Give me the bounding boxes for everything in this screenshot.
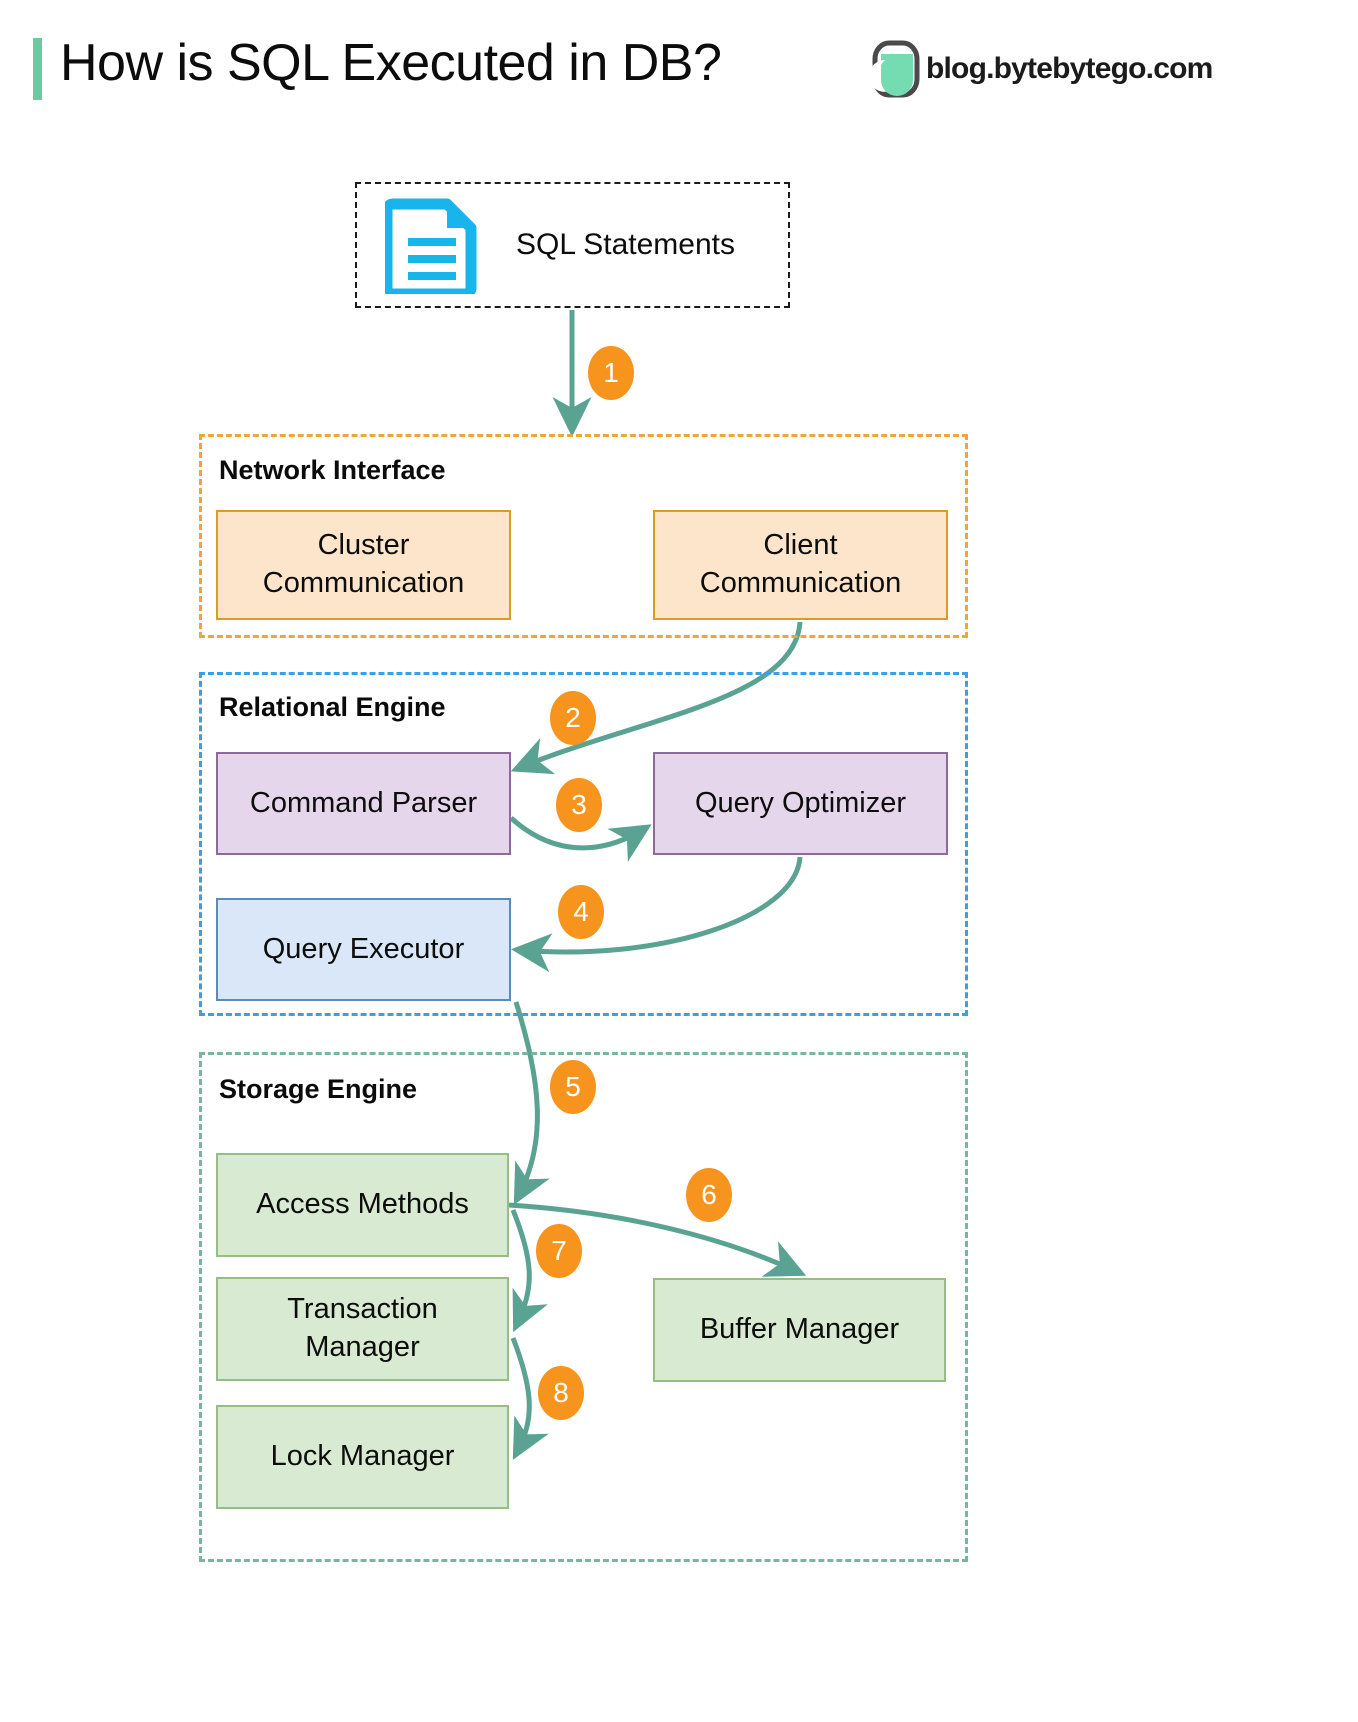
step-badge-2: 2 bbox=[550, 691, 596, 745]
node-command-parser[interactable]: Command Parser bbox=[216, 752, 511, 855]
brand: blog.bytebytego.com bbox=[872, 40, 1213, 98]
node-label: Query Optimizer bbox=[694, 786, 907, 819]
node-access-methods[interactable]: Access Methods bbox=[216, 1153, 509, 1257]
group-storage-engine bbox=[199, 1052, 968, 1562]
group-label-network-interface: Network Interface bbox=[219, 455, 446, 485]
page-title: How is SQL Executed in DB? bbox=[60, 34, 722, 92]
group-label-relational-engine: Relational Engine bbox=[219, 692, 446, 722]
group-relational-engine bbox=[199, 672, 968, 1016]
node-label: Buffer Manager bbox=[699, 1313, 900, 1346]
brand-text: blog.bytebytego.com bbox=[926, 52, 1213, 85]
step-badge-1: 1 bbox=[588, 346, 634, 400]
node-buffer-manager[interactable]: Buffer Manager bbox=[653, 1278, 946, 1382]
sql-statements-label: SQL Statements bbox=[516, 228, 735, 261]
node-label: Command Parser bbox=[249, 786, 478, 819]
step-badge-3: 3 bbox=[556, 778, 602, 832]
step-badge-7: 7 bbox=[536, 1224, 582, 1278]
node-lock-manager[interactable]: Lock Manager bbox=[216, 1405, 509, 1509]
title-accent-bar bbox=[33, 38, 42, 100]
step-badge-8: 8 bbox=[538, 1366, 584, 1420]
step-badge-4: 4 bbox=[558, 885, 604, 939]
node-label: Lock Manager bbox=[270, 1440, 455, 1473]
step-badge-5: 5 bbox=[550, 1060, 596, 1114]
node-label: Query Executor bbox=[262, 932, 465, 965]
node-query-executor[interactable]: Query Executor bbox=[216, 898, 511, 1001]
node-query-optimizer[interactable]: Query Optimizer bbox=[653, 752, 948, 855]
group-network-interface bbox=[199, 434, 968, 638]
node-label: Access Methods bbox=[256, 1188, 469, 1221]
sql-statements-container bbox=[355, 182, 790, 308]
document-lines-icon bbox=[385, 198, 477, 294]
step-badge-6: 6 bbox=[686, 1168, 732, 1222]
bytebytego-leaf-logo-icon bbox=[872, 40, 920, 98]
group-label-storage-engine: Storage Engine bbox=[219, 1074, 418, 1104]
